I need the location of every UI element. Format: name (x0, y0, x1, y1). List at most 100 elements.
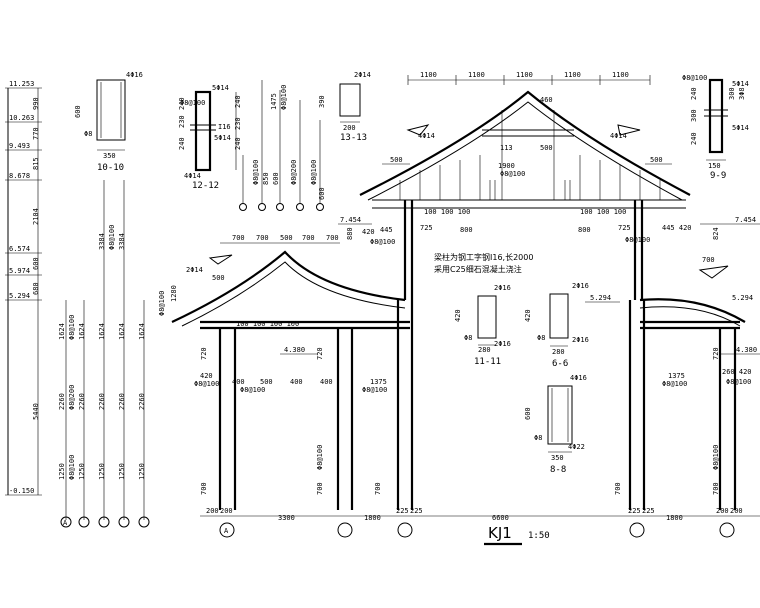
svg-text:350: 350 (551, 454, 564, 462)
svg-text:2Φ16: 2Φ16 (572, 282, 589, 290)
svg-text:240: 240 (690, 87, 698, 100)
svg-text:240: 240 (178, 97, 186, 110)
section-label-11-11: 11-11 (474, 357, 501, 367)
svg-text:1100: 1100 (420, 71, 437, 79)
svg-text:700: 700 (302, 234, 315, 242)
upper-beam-stirrups: 100 100 100 100 100 100 (399, 155, 661, 216)
left-elevation-scale: 11.253 10.263 9.493 8.678 6.574 5.974 5.… (5, 80, 42, 496)
elev-5294: 5.294 (9, 292, 30, 300)
svg-text:420: 420 (200, 372, 213, 380)
svg-text:445: 445 (380, 226, 393, 234)
svg-text:6600: 6600 (492, 514, 509, 522)
svg-text:2260: 2260 (98, 393, 106, 410)
svg-text:2260: 2260 (118, 393, 126, 410)
svg-text:Φ8@100: Φ8@100 (362, 386, 387, 394)
dim-680: 680 (32, 282, 40, 295)
svg-text:1624: 1624 (98, 323, 106, 340)
svg-text:Φ8@100: Φ8@100 (194, 380, 219, 388)
svg-text:300: 300 (690, 109, 698, 122)
svg-text:5Φ14: 5Φ14 (214, 134, 231, 142)
svg-text:720: 720 (316, 347, 324, 360)
svg-text:720: 720 (200, 347, 208, 360)
svg-text:700: 700 (232, 234, 245, 242)
upper-frame-posts: 7.454 7.454 880 824 420 Φ8@100 445 725 8… (338, 200, 760, 300)
section-label-8-8: 8-8 (550, 465, 566, 475)
svg-text:1624: 1624 (138, 323, 146, 340)
svg-text:460: 460 (540, 96, 553, 104)
svg-text:700: 700 (614, 482, 622, 495)
svg-text:225: 225 (642, 507, 655, 515)
elev-minus0150: -0.150 (9, 487, 34, 495)
grid-axis-a (219, 522, 235, 538)
svg-text:400: 400 (232, 378, 245, 386)
svg-text:1250: 1250 (118, 463, 126, 480)
svg-text:Φ8: Φ8 (464, 334, 472, 342)
section-label-10-10: 10-10 (97, 163, 124, 173)
section-6-6: 2Φ16 2Φ16 420 Φ8 280 6-6 (524, 282, 589, 369)
svg-text:Φ8@200: Φ8@200 (68, 385, 76, 410)
svg-text:3384: 3384 (118, 233, 126, 250)
svg-text:2260: 2260 (58, 393, 66, 410)
svg-text:113: 113 (500, 144, 513, 152)
svg-text:1900: 1900 (498, 162, 515, 170)
left-column-rebar-lines: A 1624 Φ8@100 1624 1624 1624 1624 2260 Φ… (58, 180, 150, 528)
svg-text:Φ8@100: Φ8@100 (370, 238, 395, 246)
svg-text:1250: 1250 (58, 463, 66, 480)
svg-text:2Φ16: 2Φ16 (572, 336, 589, 344)
section-label-13-13: 13-13 (340, 133, 367, 143)
svg-text:700: 700 (702, 256, 715, 264)
svg-text:2Φ14: 2Φ14 (354, 71, 371, 79)
svg-text:Φ8: Φ8 (84, 130, 92, 138)
svg-text:880: 880 (346, 227, 354, 240)
svg-text:2260: 2260 (78, 393, 86, 410)
svg-text:100 100 100: 100 100 100 (424, 208, 470, 216)
bottom-dimension-chain: 200 200 3300 1800 225 225 6600 1800 225 … (200, 507, 760, 538)
svg-text:Φ8@100: Φ8@100 (252, 160, 260, 185)
dim-2104: 2104 (32, 208, 40, 225)
svg-text:Φ8: Φ8 (534, 434, 542, 442)
note-line-1: 梁柱为钢工字钢I16,长2000 (434, 252, 533, 262)
section-11-11: 2Φ16 2Φ16 420 Φ8 280 11-11 (454, 284, 511, 367)
section-8-8: 4Φ16 4Φ22 600 Φ8 350 8-8 (524, 374, 587, 475)
svg-text:200: 200 (220, 507, 233, 515)
svg-text:Φ8@100: Φ8@100 (180, 99, 205, 107)
axis-bubble (118, 516, 130, 528)
axis-bubble (78, 516, 90, 528)
svg-text:Φ8@100: Φ8@100 (280, 85, 288, 110)
svg-text:2Φ16: 2Φ16 (494, 284, 511, 292)
svg-text:Φ8@100: Φ8@100 (240, 386, 265, 394)
svg-text:Φ8@100: Φ8@100 (310, 160, 318, 185)
elev-6574: 6.574 (9, 245, 30, 253)
grid-axis-bubble (397, 522, 413, 538)
axis-bubble (60, 516, 72, 528)
elev-10263: 10.263 (9, 114, 34, 122)
svg-text:420: 420 (362, 228, 375, 236)
svg-text:1624: 1624 (58, 323, 66, 340)
svg-text:4Φ16: 4Φ16 (570, 374, 587, 382)
svg-text:Φ8@100: Φ8@100 (726, 378, 751, 386)
svg-text:400: 400 (290, 378, 303, 386)
svg-text:824: 824 (712, 227, 720, 240)
grid-axis-bubble (337, 522, 353, 538)
svg-text:700: 700 (200, 482, 208, 495)
elev-8678: 8.678 (9, 172, 30, 180)
svg-text:1250: 1250 (98, 463, 106, 480)
svg-text:Φ8@100: Φ8@100 (68, 455, 76, 480)
elev-7454-left: 7.454 (340, 216, 361, 224)
svg-text:A: A (224, 527, 229, 535)
elev-11253: 11.253 (9, 80, 34, 88)
section-label-9-9: 9-9 (710, 171, 726, 181)
svg-text:280: 280 (552, 348, 565, 356)
elev-5294-right: 5.294 (732, 294, 753, 302)
dim-5440: 5440 (32, 403, 40, 420)
svg-text:420: 420 (454, 309, 462, 322)
svg-text:1800: 1800 (666, 514, 683, 522)
section-9-9: 5Φ14 5Φ14 Φ8@100 240 300 240 300 3Φ8 150… (682, 74, 749, 181)
right-roof: 700 5.294 5.294 4.380 4.380 (280, 256, 760, 355)
svg-text:Φ8@100: Φ8@100 (662, 380, 687, 388)
svg-text:200: 200 (730, 507, 743, 515)
svg-text:260 420: 260 420 (722, 368, 752, 376)
svg-text:2Φ16: 2Φ16 (494, 340, 511, 348)
